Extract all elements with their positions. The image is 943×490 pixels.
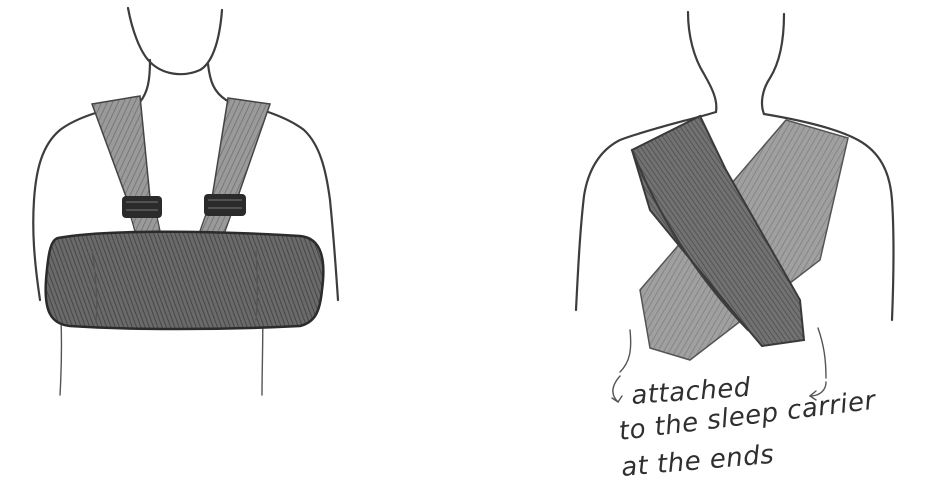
annotation: attached to the sleep carrier at the end… — [612, 373, 879, 483]
annotation-arrow-left — [613, 376, 620, 402]
left-figure — [33, 8, 338, 395]
annotation-line-3: at the ends — [620, 440, 775, 483]
left-band-2 — [204, 194, 246, 216]
left-pouch — [46, 232, 324, 329]
left-band-1 — [122, 196, 162, 218]
right-figure — [576, 12, 894, 378]
right-neck-outline — [688, 12, 716, 112]
left-strap-2 — [212, 98, 270, 202]
left-strap-1 — [92, 96, 150, 202]
